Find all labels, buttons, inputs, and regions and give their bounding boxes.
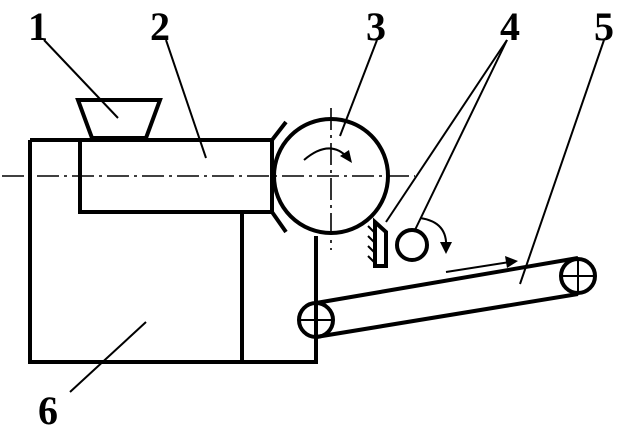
label-part-3: 3 [366, 4, 386, 49]
cutting-knife [367, 217, 388, 268]
feed-hopper [75, 98, 163, 140]
conveyor-belt [297, 256, 597, 339]
label-part-1: 1 [28, 4, 48, 49]
label-part-4: 4 [500, 4, 520, 49]
label-part-2: 2 [150, 4, 170, 49]
drum-rotation-arrow [303, 147, 349, 161]
label-part-5: 5 [594, 4, 614, 49]
conveyor-arrow-head [505, 256, 518, 268]
roller-arrow-head [440, 242, 452, 254]
leader-lines [43, 39, 605, 393]
conveyor-direction-arrow [445, 261, 511, 273]
drum-arrow-head [340, 150, 352, 163]
label-part-6: 6 [38, 388, 58, 433]
machine-frame [28, 138, 318, 364]
cutter-roller [395, 228, 429, 262]
